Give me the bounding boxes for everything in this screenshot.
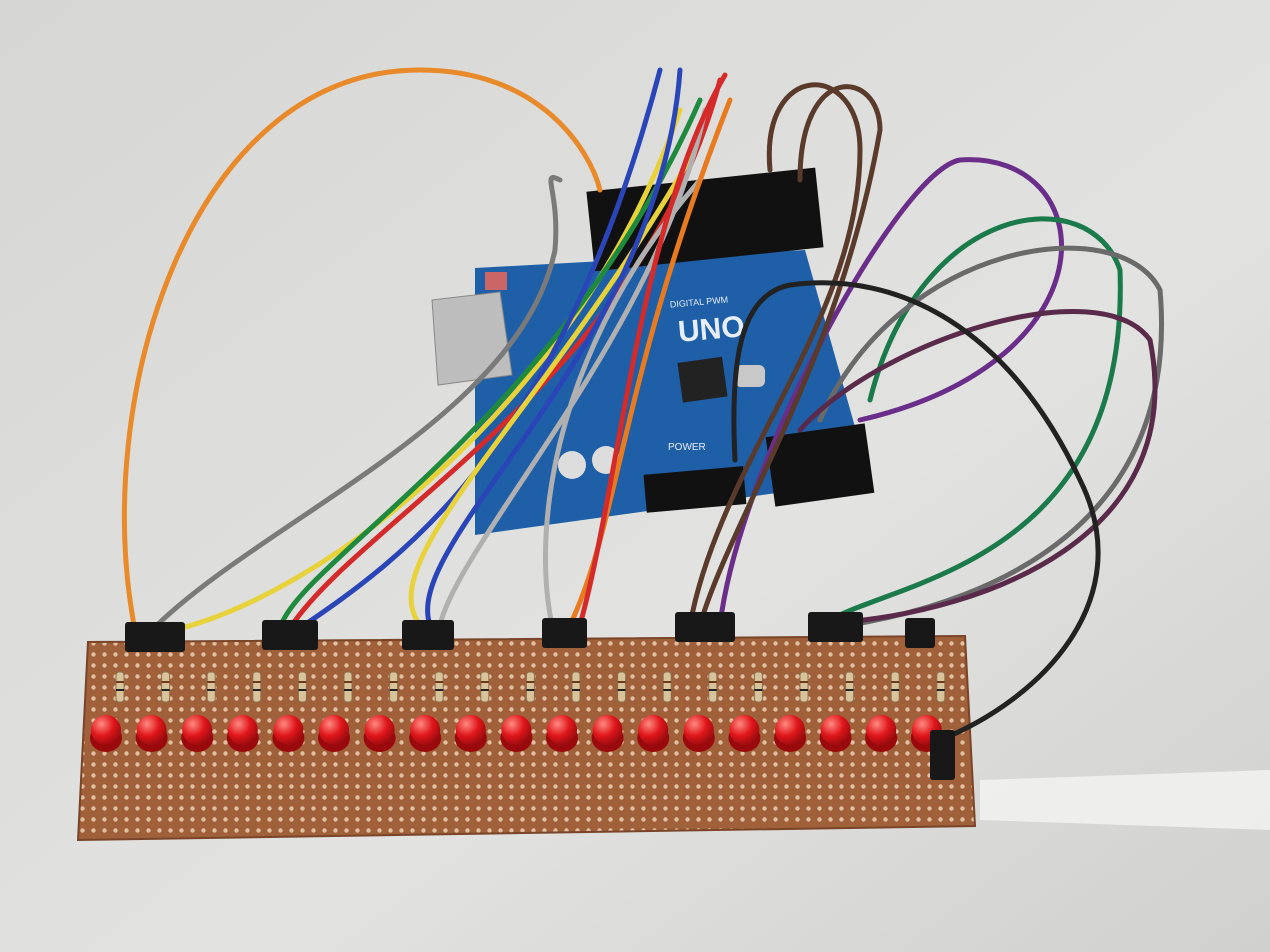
resistor [252,671,262,703]
crystal [735,365,765,387]
microcontroller-chip [677,356,728,403]
resistor [845,671,855,703]
jumper-wire [162,107,683,635]
power-label: POWER [668,442,706,453]
resistor [662,671,672,703]
resistor [161,671,171,703]
red-led [774,715,806,752]
resistor [571,671,581,703]
header-connector [675,612,735,642]
red-led [90,715,122,752]
jumper-wire [147,175,563,635]
header-connector [125,622,185,652]
red-led [409,715,442,752]
red-led [865,715,898,752]
jumper-wire [543,177,703,628]
red-led [318,715,350,752]
resistor [708,671,718,703]
jumper-wire [425,67,683,628]
resistor [480,671,490,703]
board-model-label: UNO [677,310,746,349]
red-led [181,715,214,752]
resistor [389,671,399,703]
red-led [454,715,487,752]
usb-port [431,291,513,386]
jumper-wire [817,245,1164,628]
header-connector [930,730,955,780]
red-led [682,715,715,752]
analog-header [765,423,875,507]
header-connector [262,620,318,650]
red-led [546,715,578,752]
header-connector [402,620,454,650]
red-led [272,715,305,752]
red-led [226,715,259,752]
jumper-wire [577,72,728,628]
jumper-wire [797,308,1158,625]
resistor [434,671,444,703]
capacitor [558,451,586,479]
jumper-wire [122,67,603,633]
red-led [637,715,670,752]
light-reflection [980,770,1270,830]
jumper-wire [437,107,708,628]
red-led [728,715,761,752]
resistor [890,671,900,703]
arduino-uno-board: UNO POWER DIGITAL PWM [431,167,875,535]
jumper-wire [687,82,863,628]
red-led [135,715,168,752]
resistor [297,671,307,703]
jumper-wire [827,216,1123,623]
resistor [343,671,353,703]
jumper-wire [697,84,883,628]
resistor [206,671,216,703]
red-led [500,715,533,752]
resistor [617,671,627,703]
red-led [591,715,624,752]
red-led [363,715,396,752]
header-connector [808,612,863,642]
jumper-wire [731,280,1101,743]
resistor [753,671,763,703]
jumper-wire [567,97,733,628]
jumper-wire [717,157,1064,628]
red-led [819,715,852,752]
jumper-wire [277,97,703,631]
resistor [115,671,125,703]
header-connector [542,618,587,648]
header-connector [905,618,935,648]
resistor [799,671,809,703]
resistor [936,671,946,703]
power-header [643,466,747,513]
reset-button [485,272,507,290]
resistor [525,671,535,703]
